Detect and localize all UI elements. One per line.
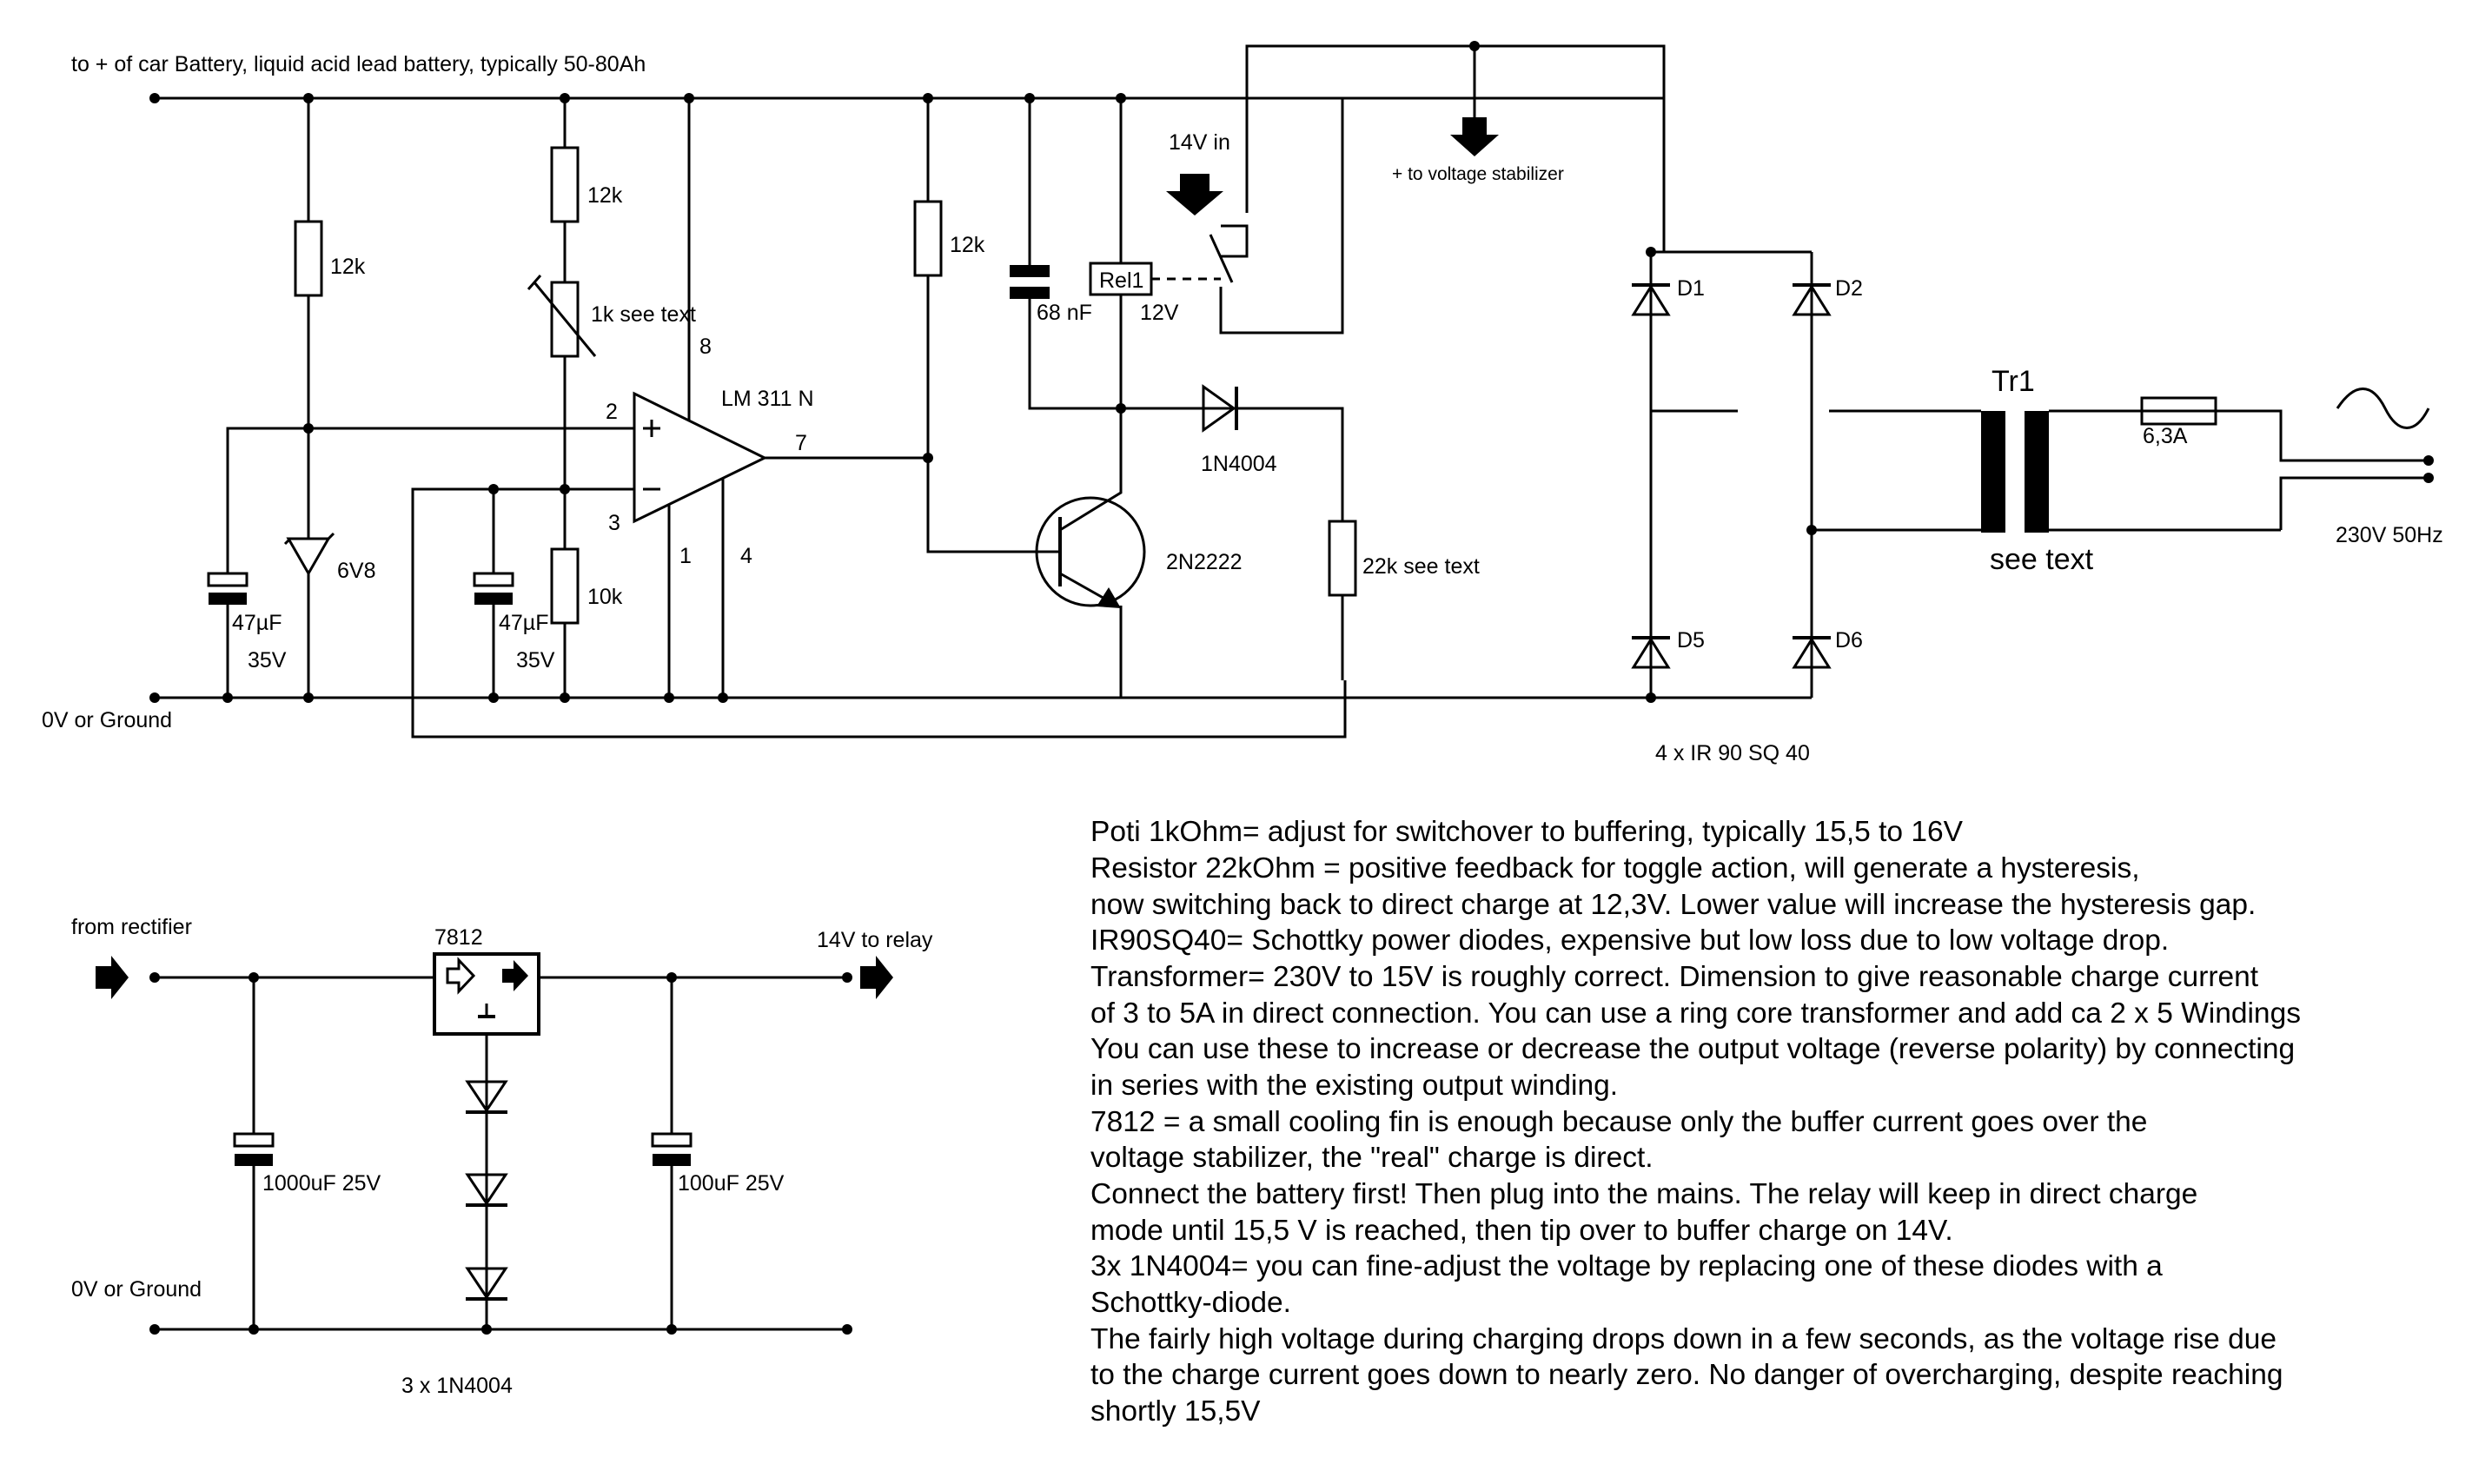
- cap-47uf-b-label: 47µF: [499, 611, 548, 635]
- note-line: Resistor 22kOhm = positive feedback for …: [1090, 852, 2140, 884]
- note-line: The fairly high voltage during charging …: [1090, 1323, 2276, 1355]
- r12k-a-label: 12k: [330, 255, 366, 279]
- note-line: IR90SQ40= Schottky power diodes, expensi…: [1090, 924, 2169, 957]
- diodes-note-label: 4 x IR 90 SQ 40: [1655, 741, 1810, 765]
- transistor-2n2222: [1035, 496, 1146, 607]
- regulator-7812: [433, 952, 540, 1036]
- capacitor-47uf-a: [207, 572, 249, 587]
- tr1-label: Tr1: [1992, 365, 2035, 398]
- d2-label: D2: [1835, 276, 1863, 301]
- note-line: in series with the existing output windi…: [1090, 1070, 1618, 1102]
- relay-out-arrow: [860, 956, 893, 999]
- d6-label: D6: [1835, 628, 1863, 653]
- notes-block: Poti 1kOhm= adjust for switchover to buf…: [1090, 816, 2301, 1428]
- zener-label: 6V8: [337, 559, 375, 583]
- note-line: Transformer= 230V to 15V is roughly corr…: [1090, 961, 2259, 993]
- note-line: 7812 = a small cooling fin is enough bec…: [1090, 1106, 2147, 1138]
- input-14v-arrow: [1166, 174, 1223, 215]
- note-line: Poti 1kOhm= adjust for switchover to buf…: [1090, 816, 1964, 848]
- resistor-12k-a: [294, 220, 323, 297]
- pin-1-label: 1: [679, 544, 692, 568]
- tr-see-text-label: see text: [1990, 543, 2094, 576]
- main-circuit: to + of car Battery, liquid acid lead ba…: [42, 41, 2443, 765]
- comparator-label: LM 311 N: [721, 387, 814, 411]
- diode-1n4004-label: 1N4004: [1201, 452, 1277, 476]
- feedback-bracket: [411, 680, 1347, 739]
- r22k-label: 22k see text: [1362, 554, 1480, 579]
- stabilizer-circuit: from rectifier 7812 14V to relay 1000uF …: [71, 915, 933, 1398]
- r10k-label: 10k: [587, 585, 623, 609]
- note-line: voltage stabilizer, the "real" charge is…: [1090, 1142, 1654, 1174]
- reg-7812-label: 7812: [434, 925, 483, 950]
- to-relay-label: 14V to relay: [817, 928, 933, 952]
- diode-d2: [1792, 284, 1832, 316]
- diode-series-1: [465, 1080, 508, 1113]
- diode-d1: [1631, 284, 1671, 316]
- cap-35v-b-label: 35V: [516, 648, 555, 672]
- in-14v-label: 14V in: [1169, 130, 1230, 155]
- resistor-12k-b: [550, 146, 580, 223]
- zener-diode: [286, 537, 331, 577]
- cap-1000uf-label: 1000uF 25V: [262, 1171, 381, 1196]
- cap-68nf-label: 68 nF: [1037, 301, 1092, 325]
- d1-label: D1: [1677, 276, 1705, 301]
- diode-series-3: [465, 1267, 508, 1300]
- pin-2-label: 2: [606, 400, 618, 424]
- ac-source-icon: [2336, 388, 2430, 429]
- battery-plus-label: to + of car Battery, liquid acid lead ba…: [71, 52, 646, 76]
- capacitor-100uf: [651, 1132, 693, 1148]
- lm311-comparator: [633, 391, 768, 524]
- resistor-10k: [550, 547, 580, 625]
- note-line: Schottky-diode.: [1090, 1287, 1291, 1319]
- fuse-label: 6,3A: [2143, 424, 2188, 448]
- transformer-secondary: [2025, 411, 2049, 533]
- diode-series-2: [465, 1173, 508, 1206]
- relay-label: Rel1: [1099, 268, 1143, 293]
- resistor-12k-c: [913, 200, 943, 277]
- mains-label: 230V 50Hz: [2336, 523, 2443, 547]
- note-line: You can use these to increase or decreas…: [1090, 1033, 2295, 1065]
- pin-4-label: 4: [740, 544, 752, 568]
- note-line: shortly 15,5V: [1090, 1395, 1261, 1428]
- transistor-label: 2N2222: [1166, 550, 1243, 574]
- note-line: now switching back to direct charge at 1…: [1090, 889, 2256, 921]
- capacitor-68nf: [1010, 265, 1050, 277]
- note-line: 3x 1N4004= you can fine-adjust the volta…: [1090, 1250, 2163, 1282]
- rectifier-in-arrow: [96, 956, 129, 999]
- resistor-22k: [1328, 520, 1357, 597]
- capacitor-1000uf: [233, 1132, 275, 1148]
- pin-8-label: 8: [699, 335, 712, 359]
- cap-35v-a-label: 35V: [248, 648, 287, 672]
- cap-47uf-a-label: 47µF: [232, 611, 282, 635]
- r12k-b-label: 12k: [587, 183, 623, 208]
- to-stabilizer-label: + to voltage stabilizer: [1392, 164, 1564, 184]
- d5-label: D5: [1677, 628, 1705, 653]
- note-line: mode until 15,5 V is reached, then tip o…: [1090, 1215, 1953, 1247]
- capacitor-47uf-b: [473, 572, 514, 587]
- diodes-3x-label: 3 x 1N4004: [401, 1374, 513, 1398]
- stabilizer-out-arrow: [1450, 117, 1499, 156]
- note-line: to the charge current goes down to nearl…: [1090, 1359, 2283, 1391]
- ground-label-top: 0V or Ground: [42, 708, 172, 732]
- relay-volt-label: 12V: [1140, 301, 1179, 325]
- pot-label: 1k see text: [591, 302, 696, 327]
- stabilizer-junction-dots: [149, 972, 852, 1335]
- pin-3-label: 3: [608, 511, 620, 535]
- note-line: of 3 to 5A in direct connection. You can…: [1090, 997, 2301, 1030]
- diode-1n4004: [1202, 384, 1236, 433]
- from-rectifier-label: from rectifier: [71, 915, 192, 939]
- cap-100uf-label: 100uF 25V: [678, 1171, 785, 1196]
- note-line: Connect the battery first! Then plug int…: [1090, 1178, 2197, 1210]
- ground-label-bottom: 0V or Ground: [71, 1277, 202, 1302]
- junction-dots: [149, 41, 2434, 703]
- transformer-primary: [1981, 411, 2005, 533]
- pin-7-label: 7: [795, 431, 807, 455]
- r12k-c-label: 12k: [950, 233, 985, 257]
